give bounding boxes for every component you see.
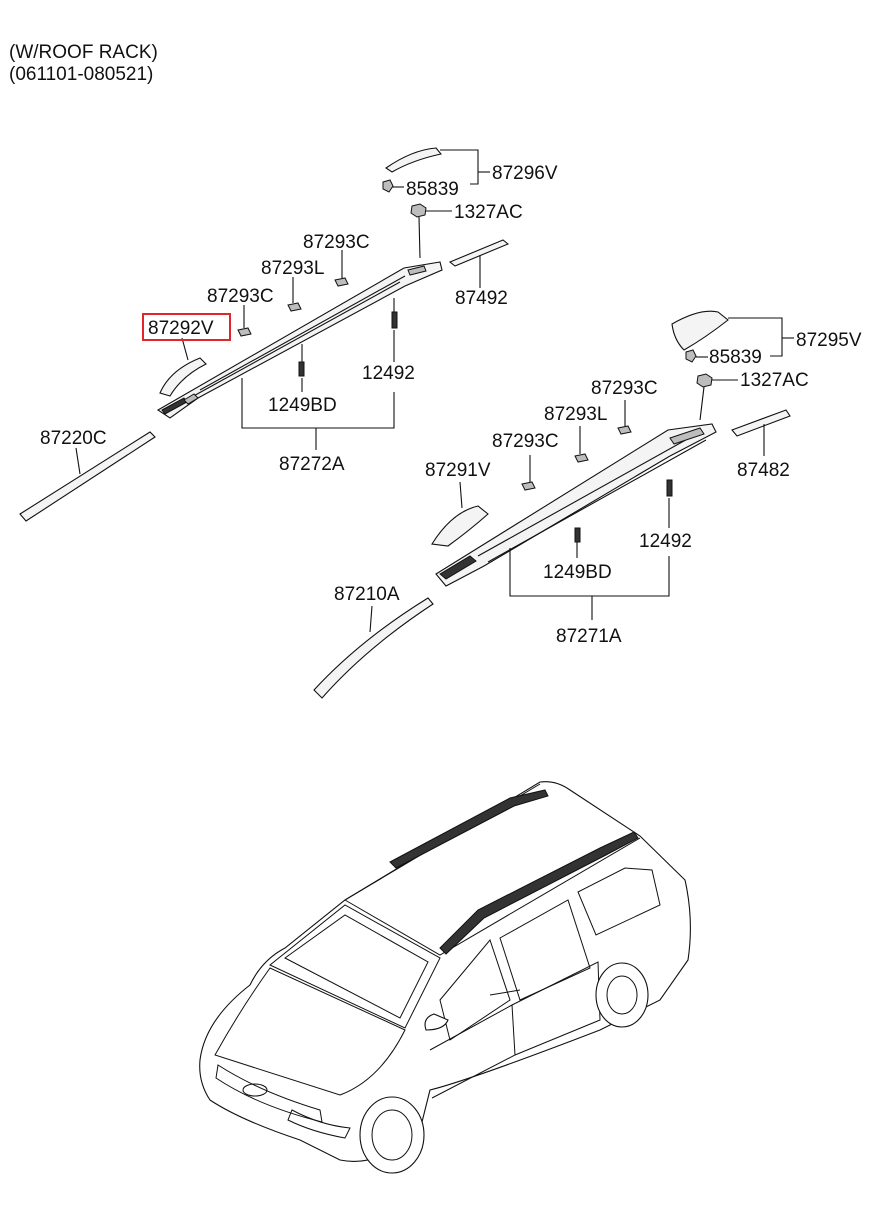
lower-rail-assembly bbox=[313, 310, 794, 699]
nut-1327ac-upper[interactable] bbox=[410, 203, 427, 218]
highlight-box bbox=[142, 313, 231, 341]
nut-1327ac-lower[interactable] bbox=[696, 373, 713, 388]
label-87296v[interactable]: 87296V bbox=[492, 163, 558, 184]
end-cover-87296v[interactable] bbox=[385, 147, 443, 173]
label-85839-lower[interactable]: 85839 bbox=[709, 347, 762, 368]
front-cover-87291v[interactable] bbox=[431, 505, 489, 547]
label-1249bd-lower[interactable]: 1249BD bbox=[543, 562, 612, 583]
screw-12492-upper[interactable] bbox=[391, 311, 398, 329]
plate-87293c-top[interactable] bbox=[334, 277, 349, 287]
end-cover-87295v[interactable] bbox=[671, 310, 729, 351]
molding-87220c[interactable] bbox=[19, 431, 156, 522]
header-title: (W/ROOF RACK) bbox=[9, 42, 158, 63]
plate-87293l[interactable] bbox=[287, 302, 302, 312]
front-cover-87292v[interactable] bbox=[159, 357, 207, 397]
vehicle-illustration bbox=[199, 781, 691, 1174]
upper-rail-assembly bbox=[19, 147, 510, 522]
label-12492-upper[interactable]: 12492 bbox=[362, 363, 415, 384]
label-87272a[interactable]: 87272A bbox=[279, 454, 345, 475]
label-87291v[interactable]: 87291V bbox=[425, 460, 491, 481]
label-87293c-lower-2[interactable]: 87293C bbox=[492, 431, 559, 452]
label-87293c-upper-2[interactable]: 87293C bbox=[207, 286, 274, 307]
label-1327ac-lower[interactable]: 1327AC bbox=[740, 370, 809, 391]
screw-1249bd-upper[interactable] bbox=[298, 361, 305, 377]
label-87292v[interactable]: 87292V bbox=[148, 318, 214, 339]
strip-87482[interactable] bbox=[731, 409, 791, 437]
label-87295v[interactable]: 87295V bbox=[796, 330, 862, 351]
clip-85839-lower[interactable] bbox=[685, 349, 697, 363]
plate-87293c-b[interactable] bbox=[617, 425, 632, 435]
plate-87293c-lower[interactable] bbox=[237, 327, 252, 337]
strip-87492[interactable] bbox=[448, 239, 510, 267]
label-87271a[interactable]: 87271A bbox=[556, 626, 622, 647]
label-85839-upper[interactable]: 85839 bbox=[406, 179, 459, 200]
screw-1249bd-lower[interactable] bbox=[574, 527, 581, 543]
label-87492[interactable]: 87492 bbox=[455, 288, 508, 309]
roof-rail-87271a[interactable] bbox=[435, 423, 717, 587]
label-87293c-upper-1[interactable]: 87293C bbox=[303, 232, 370, 253]
plate-87293c-c[interactable] bbox=[521, 481, 536, 491]
label-87482[interactable]: 87482 bbox=[737, 460, 790, 481]
label-87220c[interactable]: 87220C bbox=[40, 428, 107, 449]
clip-85839-upper[interactable] bbox=[382, 179, 394, 193]
roof-rail-87272a[interactable] bbox=[156, 261, 443, 419]
header-date-range: (061101-080521) bbox=[9, 64, 154, 85]
label-87293l-lower[interactable]: 87293L bbox=[544, 404, 607, 425]
plate-87293l-b[interactable] bbox=[574, 453, 589, 463]
label-87293l-upper[interactable]: 87293L bbox=[261, 258, 324, 279]
part-labels: 87296V 85839 1327AC 87293C 87293L 87492 … bbox=[40, 163, 862, 647]
label-1249bd-upper[interactable]: 1249BD bbox=[268, 395, 337, 416]
molding-87210a[interactable] bbox=[313, 597, 434, 699]
label-1327ac-upper[interactable]: 1327AC bbox=[454, 202, 523, 223]
label-87293c-lower-1[interactable]: 87293C bbox=[591, 378, 658, 399]
screw-12492-lower[interactable] bbox=[666, 479, 673, 497]
label-12492-lower[interactable]: 12492 bbox=[639, 531, 692, 552]
label-87210a[interactable]: 87210A bbox=[334, 584, 400, 605]
